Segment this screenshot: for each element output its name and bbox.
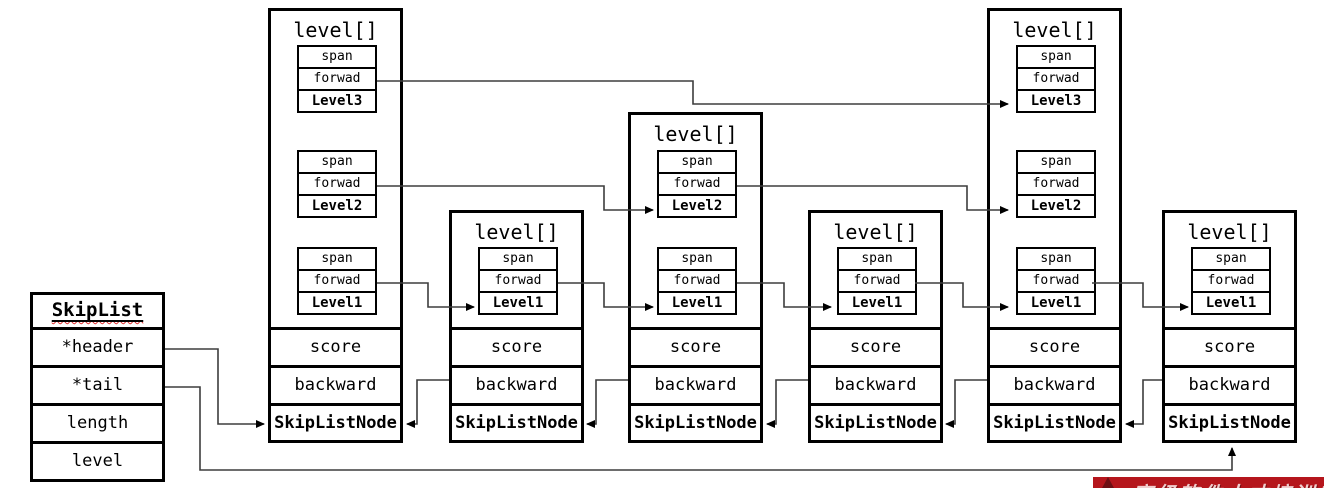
- score-row: score: [990, 327, 1119, 365]
- level-label-cell: Level2: [657, 194, 737, 218]
- skiplistnode-row: SkipListNode: [1165, 403, 1294, 440]
- span-cell: span: [1191, 247, 1271, 271]
- forward-cell: forwad: [297, 269, 377, 293]
- field-tail: *tail: [33, 365, 162, 403]
- edge-bw-node2-node1: [406, 379, 449, 428]
- node-title: level[]: [653, 122, 738, 146]
- score-row: score: [1165, 327, 1294, 365]
- edge-l2-node3-node5: [737, 185, 1009, 214]
- span-cell: span: [657, 150, 737, 174]
- backward-row: backward: [811, 365, 940, 403]
- node-3: level[] span forwad Level2 span forwad L…: [628, 112, 763, 443]
- level2-entry: span forwad Level2: [657, 150, 737, 218]
- level-label-cell: Level1: [478, 291, 558, 315]
- level1-entry: span forwad Level1: [1191, 247, 1271, 315]
- level3-entry: span forwad Level3: [1016, 45, 1096, 113]
- field-length: length: [33, 403, 162, 441]
- level-label-cell: Level2: [1016, 194, 1096, 218]
- forward-cell: forwad: [657, 269, 737, 293]
- span-cell: span: [297, 247, 377, 271]
- edge-l2-node1-node3: [377, 185, 654, 214]
- skiplist-title: SkipList: [33, 295, 162, 327]
- forward-cell: forwad: [1016, 172, 1096, 196]
- level1-entry: span forwad Level1: [1016, 247, 1096, 315]
- node-title: level[]: [1187, 220, 1272, 244]
- edge-bw-node3-node2: [586, 379, 628, 428]
- level-label-cell: Level1: [1016, 291, 1096, 315]
- watermark-ribbon: 高级软件人才培训专家: [1093, 477, 1324, 488]
- level-label-cell: Level3: [297, 89, 377, 113]
- forward-cell: forwad: [297, 172, 377, 196]
- span-cell: span: [1016, 247, 1096, 271]
- skiplistnode-row: SkipListNode: [811, 403, 940, 440]
- node-title: level[]: [833, 220, 918, 244]
- node-6-tail: level[] span forwad Level1 score backwar…: [1162, 210, 1297, 443]
- level-label-cell: Level3: [1016, 89, 1096, 113]
- score-row: score: [271, 327, 400, 365]
- node-4: level[] span forwad Level1 score backwar…: [808, 210, 943, 443]
- level1-entry: span forwad Level1: [837, 247, 917, 315]
- backward-row: backward: [990, 365, 1119, 403]
- forward-cell: forwad: [1191, 269, 1271, 293]
- level3-entry: span forwad Level3: [297, 45, 377, 113]
- skiplistnode-row: SkipListNode: [271, 403, 400, 440]
- node-title: level[]: [1012, 18, 1097, 42]
- backward-row: backward: [452, 365, 581, 403]
- edge-header-to-node1: [165, 348, 265, 428]
- level-label-cell: Level1: [1191, 291, 1271, 315]
- span-cell: span: [297, 150, 377, 174]
- score-row: score: [452, 327, 581, 365]
- field-header: *header: [33, 327, 162, 365]
- span-cell: span: [837, 247, 917, 271]
- backward-row: backward: [1165, 365, 1294, 403]
- field-level: level: [33, 441, 162, 479]
- node-1-header: level[] span forwad Level3 span forwad L…: [268, 8, 403, 443]
- level1-entry: span forwad Level1: [478, 247, 558, 315]
- edge-bw-node6-node5: [1125, 379, 1162, 428]
- span-cell: span: [1016, 150, 1096, 174]
- level-label-cell: Level1: [837, 291, 917, 315]
- watermark-text: 高级软件人才培训专家: [1133, 478, 1324, 488]
- level-label-cell: Level1: [297, 291, 377, 315]
- score-row: score: [811, 327, 940, 365]
- forward-cell: forwad: [297, 67, 377, 91]
- edge-bw-node5-node4: [945, 379, 987, 428]
- edge-l3-node1-node5: [377, 80, 1009, 108]
- skiplist-struct-box: SkipList *header *tail length level: [30, 292, 165, 482]
- level2-entry: span forwad Level2: [297, 150, 377, 218]
- forward-cell: forwad: [478, 269, 558, 293]
- level1-entry: span forwad Level1: [297, 247, 377, 315]
- edge-bw-node4-node3: [766, 379, 808, 428]
- level1-entry: span forwad Level1: [657, 247, 737, 315]
- skiplistnode-row: SkipListNode: [990, 403, 1119, 440]
- span-cell: span: [478, 247, 558, 271]
- node-5: level[] span forwad Level3 span forwad L…: [987, 8, 1122, 443]
- node-2: level[] span forwad Level1 score backwar…: [449, 210, 584, 443]
- level-label-cell: Level2: [297, 194, 377, 218]
- level2-entry: span forwad Level2: [1016, 150, 1096, 218]
- forward-cell: forwad: [1016, 67, 1096, 91]
- skiplist-title-text: SkipList: [51, 299, 144, 321]
- level-label-cell: Level1: [657, 291, 737, 315]
- span-cell: span: [1016, 45, 1096, 69]
- forward-cell: forwad: [837, 269, 917, 293]
- skiplistnode-row: SkipListNode: [631, 403, 760, 440]
- node-title: level[]: [474, 220, 559, 244]
- node-title: level[]: [293, 18, 378, 42]
- forward-cell: forwad: [657, 172, 737, 196]
- score-row: score: [631, 327, 760, 365]
- backward-row: backward: [631, 365, 760, 403]
- span-cell: span: [657, 247, 737, 271]
- span-cell: span: [297, 45, 377, 69]
- ribbon-fold-triangle-icon: [1095, 477, 1121, 488]
- skiplistnode-row: SkipListNode: [452, 403, 581, 440]
- forward-cell: forwad: [1016, 269, 1096, 293]
- backward-row: backward: [271, 365, 400, 403]
